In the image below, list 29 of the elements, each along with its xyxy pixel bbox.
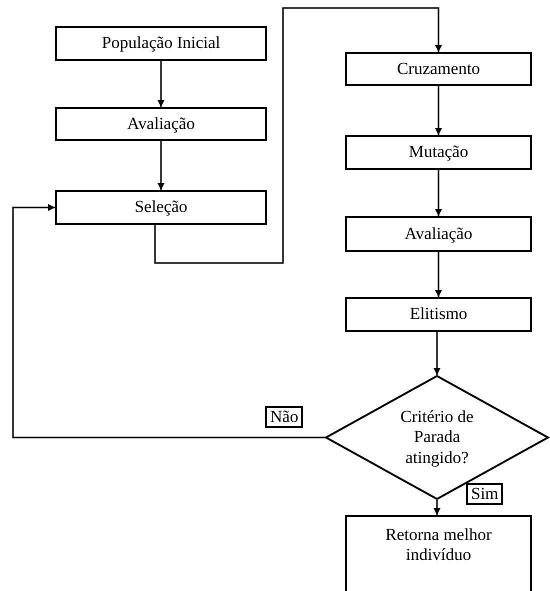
process-box: [55, 190, 267, 225]
node-label: População Inicial: [102, 33, 220, 54]
node-label: Critério de Parada atingido?: [399, 406, 475, 468]
node-label: Retorna melhor indivíduo: [384, 525, 493, 566]
edge-label: Sim: [466, 483, 504, 505]
process-box: [345, 52, 532, 86]
node-label: Avaliação: [404, 224, 472, 244]
arrow: [435, 252, 442, 297]
arrow: [435, 170, 442, 216]
arrow: [434, 332, 440, 375]
node-label: Elitismo: [410, 304, 468, 325]
process-box: [55, 107, 267, 141]
process-box: [345, 216, 532, 252]
arrow: [435, 86, 442, 135]
node-label: Mutação: [408, 142, 468, 163]
node-label: Seleção: [134, 197, 188, 218]
node-label: Cruzamento: [396, 58, 480, 80]
arrow: [158, 61, 164, 107]
arrow: [158, 141, 164, 190]
process-box: [345, 297, 532, 332]
node-label: Avaliação: [127, 114, 195, 134]
arrow: [154, 7, 442, 264]
process-box: [345, 515, 532, 591]
edge-label: Não: [265, 406, 304, 428]
process-box: [55, 26, 267, 61]
arrow: [434, 500, 440, 515]
process-box: [345, 135, 532, 170]
decision-diamond: [325, 375, 549, 500]
arrow: [12, 204, 325, 438]
